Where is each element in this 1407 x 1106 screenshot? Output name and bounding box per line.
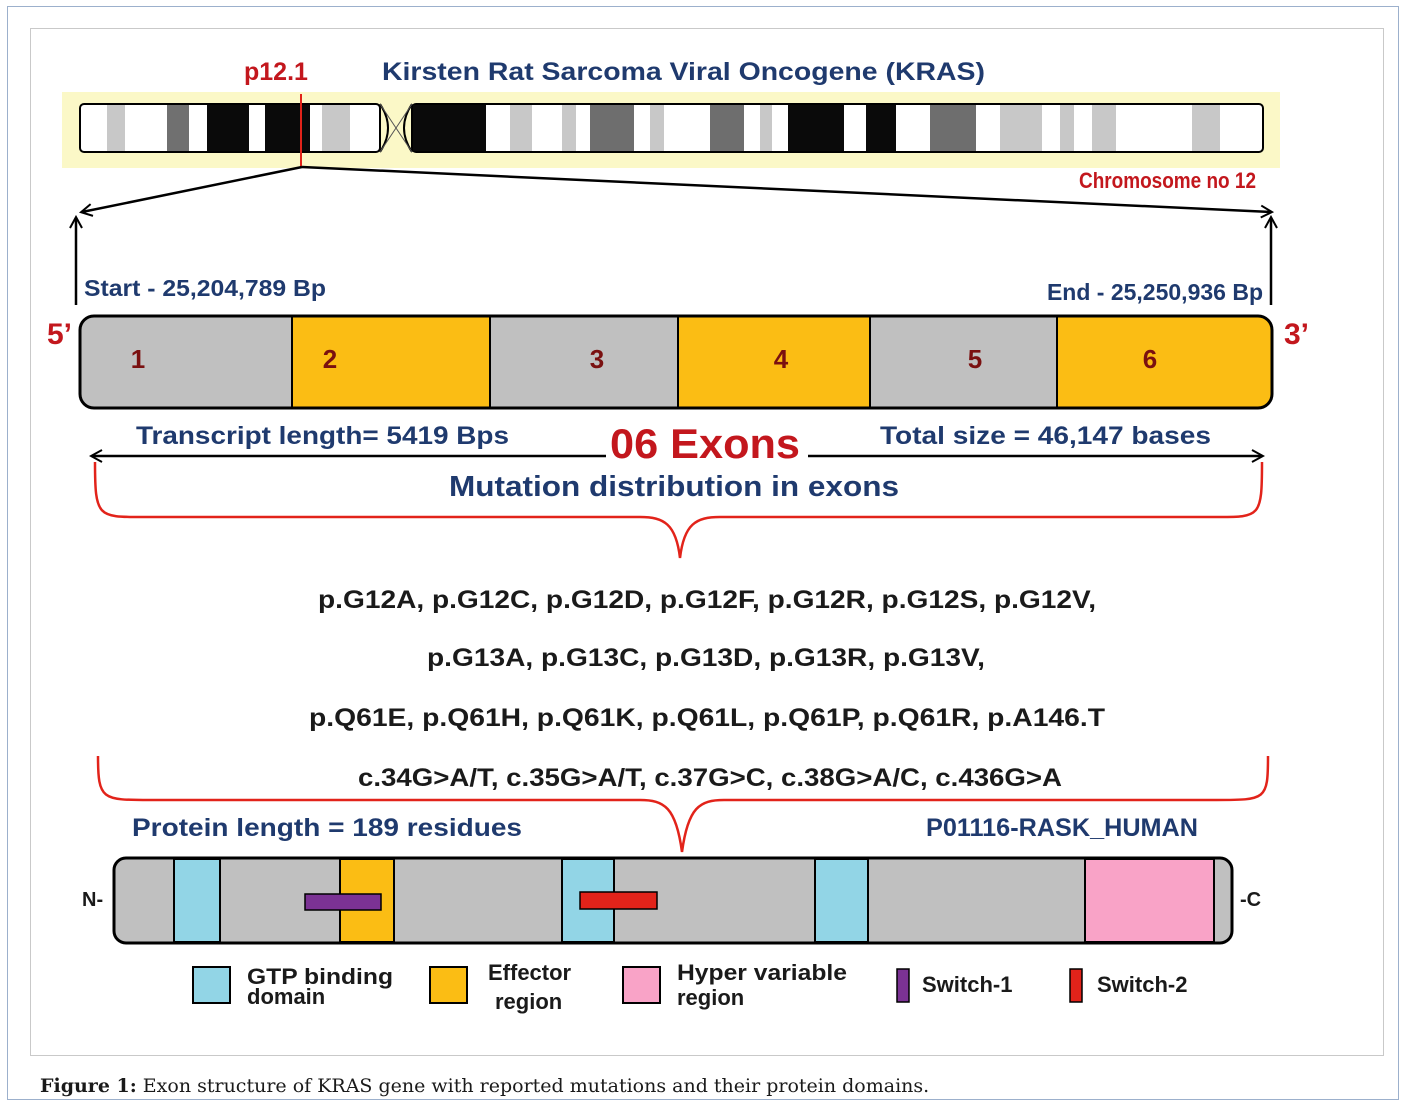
exon-bar-border [78, 314, 1274, 410]
three-prime-label: 3’ [1284, 318, 1309, 351]
c-terminus-label: -C [1240, 889, 1261, 911]
chromosome-ideogram [62, 92, 1280, 168]
end-coordinate: End - 25,250,936 Bp [1047, 279, 1263, 305]
exon-2-label: 2 [323, 344, 337, 374]
legend-switch-2-label: Switch-2 [1097, 972, 1187, 997]
legend-swatch-gtp [192, 966, 231, 1004]
exon-3-label: 3 [590, 344, 604, 374]
outer-frame [7, 6, 1399, 1100]
mutation-heading: Mutation distribution in exons [449, 471, 899, 503]
total-size: Total size = 46,147 bases [880, 422, 1211, 450]
n-terminus-label: N- [82, 889, 103, 911]
hypervariable-region [1084, 858, 1215, 943]
exon-4-label: 4 [774, 344, 789, 374]
legend-swatch-effector [429, 966, 468, 1004]
protein-brace [96, 755, 1270, 853]
legend-hypervariable-label-1: Hyper variable [677, 960, 847, 985]
exon-4 [678, 316, 870, 408]
exon-bar: 1 2 3 4 5 6 [78, 314, 1274, 410]
legend-effector-label-1: Effector [488, 960, 572, 985]
band-label: p12.1 [244, 58, 308, 86]
legend-gtp-label-1: GTP binding [247, 964, 393, 989]
exon-5 [870, 316, 1057, 408]
exon-1 [80, 316, 292, 408]
uniprot-id: P01116-RASK_HUMAN [926, 814, 1198, 842]
protein-bar [112, 856, 1234, 945]
protein-length: Protein length = 189 residues [132, 814, 522, 842]
mutation-line-2: p.G13A, p.G13C, p.G13D, p.G13R, p.G13V, [427, 644, 985, 672]
gtp-binding-domain-1 [173, 858, 221, 943]
exon-6-label: 6 [1143, 344, 1157, 374]
zoom-arrows [76, 165, 1271, 305]
mutation-line-3: p.Q61E, p.Q61H, p.Q61K, p.Q61L, p.Q61P, … [309, 704, 1105, 732]
chromosome-label: Chromosome no 12 [1079, 168, 1256, 193]
legend-effector-label-2: region [495, 989, 562, 1014]
exon-2 [292, 316, 490, 408]
five-prime-label: 5’ [47, 318, 72, 351]
exon-3 [490, 316, 678, 408]
exon-count: 06 Exons [610, 420, 800, 467]
switch-1-marker [304, 893, 382, 911]
legend-swatch-switch-2 [1069, 968, 1083, 1003]
mutation-line-1: p.G12A, p.G12C, p.G12D, p.G12F, p.G12R, … [318, 586, 1096, 614]
legend-swatch-hypervariable [622, 966, 661, 1004]
legend-switch-1-label: Switch-1 [922, 972, 1012, 997]
exon-5-label: 5 [968, 344, 982, 374]
switch-2-marker [579, 891, 658, 910]
exon-6 [1057, 316, 1272, 408]
legend-swatch-switch-1 [896, 968, 910, 1003]
caption-label: Figure 1: [40, 1075, 137, 1097]
exon-1-label: 1 [131, 344, 145, 374]
start-coordinate: Start - 25,204,789 Bp [84, 275, 326, 301]
figure-caption: Figure 1: Exon structure of KRAS gene wi… [40, 1075, 929, 1097]
legend-hypervariable-label-2: region [677, 985, 744, 1010]
legend-gtp-label-2: domain [247, 984, 325, 1009]
gene-title: Kirsten Rat Sarcoma Viral Oncogene (KRAS… [382, 58, 985, 86]
legend: GTP binding domain Effector region Hyper… [192, 960, 1187, 1014]
caption-text: Exon structure of KRAS gene with reporte… [136, 1075, 930, 1097]
gtp-binding-domain-3 [814, 858, 869, 943]
exon-brace [93, 461, 1264, 559]
transcript-length: Transcript length= 5419 Bps [136, 422, 509, 450]
mutation-line-4: c.34G>A/T, c.35G>A/T, c.37G>C, c.38G>A/C… [358, 764, 1062, 792]
